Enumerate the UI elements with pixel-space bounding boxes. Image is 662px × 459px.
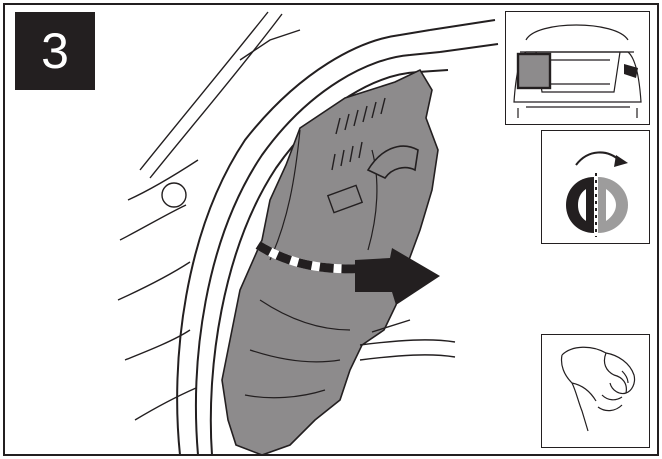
panel-vents	[326, 97, 386, 214]
outer-border	[3, 3, 659, 456]
pull-arrow	[355, 248, 440, 305]
step-number-badge: 3	[15, 12, 95, 90]
body-panel-lines	[117, 11, 301, 421]
mirror-rotate-icon	[541, 130, 650, 244]
panel-hook	[366, 145, 419, 180]
pillar-frame	[176, 19, 499, 456]
hand-grip-icon	[541, 334, 650, 448]
panel-creases	[244, 129, 378, 399]
step-number: 3	[41, 23, 69, 79]
car-trunk-locator-icon	[505, 11, 650, 125]
lower-body-lines	[359, 319, 456, 361]
